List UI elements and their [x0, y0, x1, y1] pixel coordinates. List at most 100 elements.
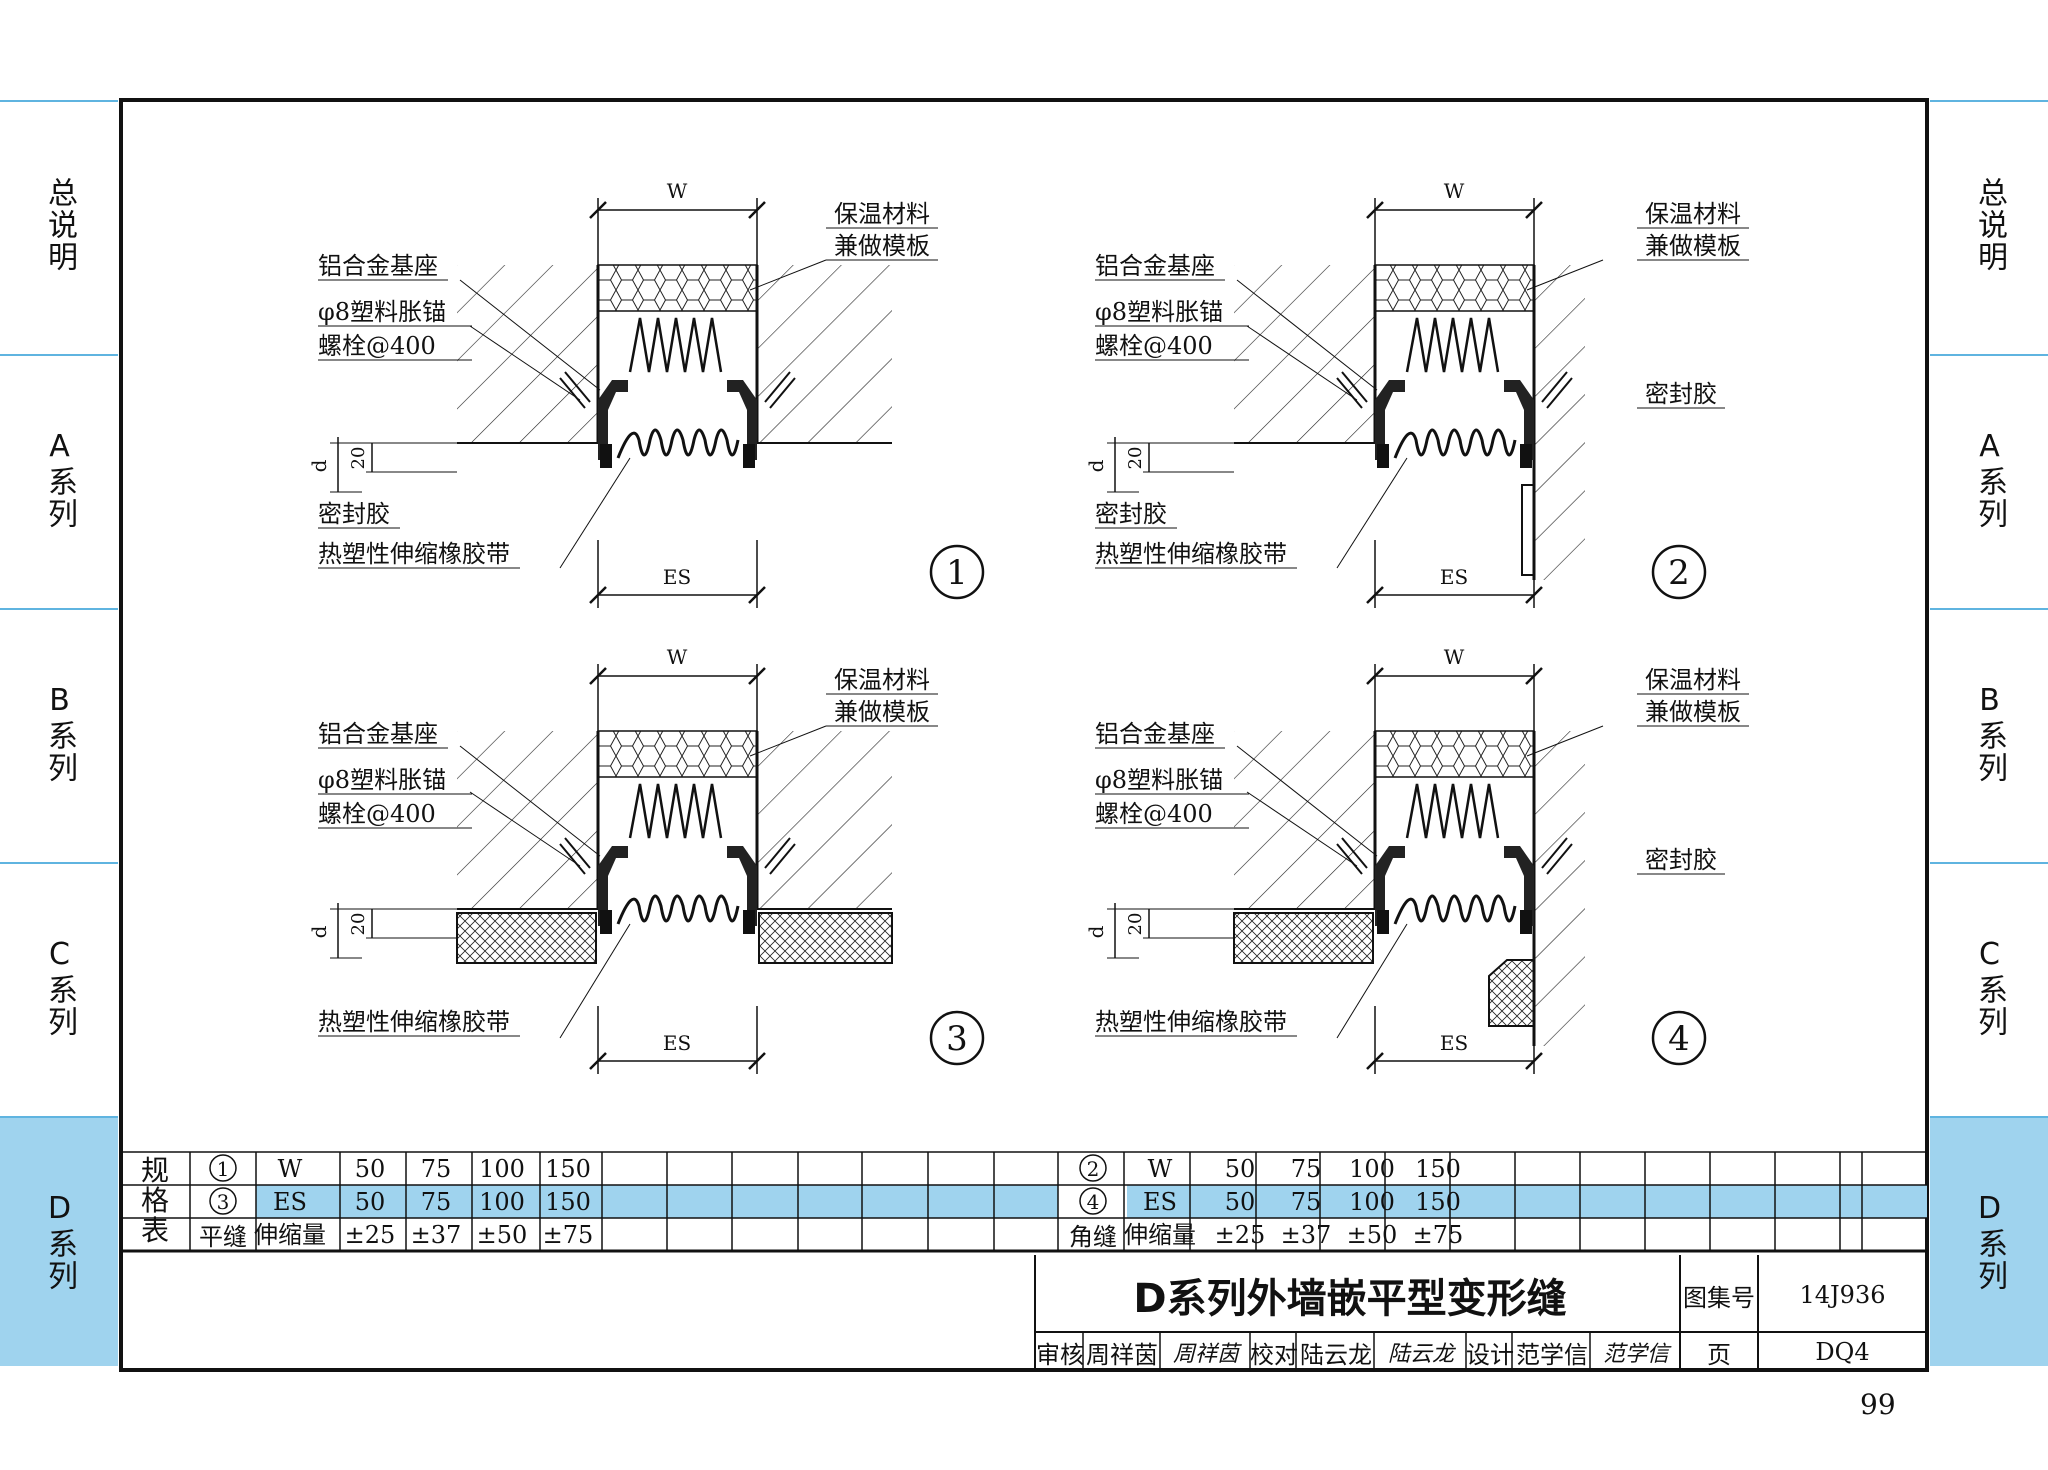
left-tab-2[interactable]: A系列 [0, 354, 118, 604]
reviewer-name: 周祥茵 [1086, 1340, 1158, 1369]
spec-value: 75 [1291, 1155, 1322, 1183]
left-wall-hatch [457, 731, 598, 909]
left-tab-1[interactable]: 总说明 [0, 100, 118, 350]
dim-20-text: 20 [348, 447, 369, 470]
label-left-5: 热塑性伸缩橡胶带 [318, 540, 510, 568]
dim-w-ticks [1366, 667, 1543, 685]
side-tab-divider [0, 100, 118, 102]
dim-w-text: W [667, 645, 688, 669]
spec-joint-type: 平缝 [199, 1223, 247, 1251]
designer-signature: 范学信 [1602, 1342, 1669, 1367]
checker-signature: 陆云龙 [1387, 1342, 1454, 1367]
spec-table-title-char: 规 [141, 1154, 169, 1187]
spec-value: ±37 [411, 1221, 462, 1249]
leader-base [1236, 745, 1378, 857]
label-left-3: 螺栓@400 [318, 332, 436, 360]
side-tab-divider [0, 354, 118, 356]
detail-number-circle [929, 544, 985, 600]
left-sealant [1377, 910, 1389, 934]
label-left-1: 铝合金基座 [1095, 720, 1215, 748]
label-left-4: 热塑性伸缩橡胶带 [318, 1008, 510, 1036]
side-tab-divider [0, 862, 118, 864]
label-left-4: 密封胶 [1095, 500, 1167, 528]
right-tab-1[interactable]: 总说明 [1930, 100, 2048, 350]
label-right-3: 密封胶 [1645, 380, 1717, 408]
atlas-label: 图集号 [1683, 1283, 1755, 1312]
drawing-frame [119, 98, 1929, 1372]
spec-value: ±37 [1281, 1221, 1332, 1249]
label-right-3: 密封胶 [1645, 846, 1717, 874]
left-sealant [1377, 444, 1389, 468]
spec-value: 50 [355, 1188, 386, 1216]
dim-w-text: W [1444, 645, 1465, 669]
insulation-block [1374, 264, 1535, 312]
lower-rubber-bellows [616, 428, 740, 459]
spec-ref-circle [1079, 1154, 1107, 1182]
side-tab-label: D系列 [1972, 1190, 2007, 1292]
side-tab-label: 总说明 [42, 177, 77, 273]
side-tab-divider [1930, 1116, 2048, 1118]
right-aluminum-base [1504, 380, 1534, 460]
spec-value: 75 [421, 1155, 452, 1183]
checker-name: 陆云龙 [1300, 1340, 1372, 1369]
dim-20-text: 20 [1125, 447, 1146, 470]
side-tab-label: B系列 [1972, 682, 2007, 784]
left-anchor-bolt [1336, 837, 1368, 875]
spec-value: ±75 [1413, 1221, 1464, 1249]
right-tab-4[interactable]: C系列 [1930, 862, 2048, 1112]
side-tab-label: C系列 [42, 936, 77, 1038]
spec-ref-circle [209, 1187, 237, 1215]
label-right-2: 兼做模板 [834, 232, 930, 260]
spec-table-title-char: 表 [141, 1214, 169, 1247]
side-tab-divider [1930, 862, 2048, 864]
spec-row-label: ES [1143, 1188, 1177, 1216]
spec-row-label: ES [273, 1188, 307, 1216]
spec-value: 150 [545, 1155, 591, 1183]
detail-number: 2 [1668, 553, 1690, 593]
spec-ref-number: 1 [217, 1157, 230, 1181]
spec-value: 150 [1415, 1188, 1461, 1216]
spec-value: ±50 [1347, 1221, 1398, 1249]
right-wall-hatch [757, 265, 892, 443]
spec-ref-number: 4 [1087, 1190, 1100, 1214]
leader-base [459, 745, 601, 857]
left-tab-4[interactable]: C系列 [0, 862, 118, 1112]
spec-row-label: W [1148, 1155, 1173, 1183]
left-anchor-bolt [1336, 371, 1368, 409]
dim-es-ticks [1366, 586, 1543, 604]
spec-ref-number: 3 [217, 1190, 230, 1214]
upper-rubber-bellows [628, 317, 723, 373]
side-tab-divider [1930, 100, 2048, 102]
side-tab-divider [0, 1116, 118, 1118]
atlas-number: 14J936 [1799, 1281, 1886, 1309]
dim-w-ticks [589, 667, 766, 685]
right-aluminum-base [727, 846, 757, 926]
right-tab-5[interactable]: D系列 [1930, 1116, 2048, 1366]
right-wall-hatch [1534, 265, 1585, 580]
right-sealant [743, 444, 755, 468]
label-left-3: 螺栓@400 [318, 800, 436, 828]
spec-row-label: 伸缩量 [254, 1221, 326, 1249]
dim-w-ticks [1366, 201, 1543, 219]
right-tab-2[interactable]: A系列 [1930, 354, 2048, 604]
spec-value: 150 [1415, 1155, 1461, 1183]
dim-d-text: d [1084, 925, 1108, 938]
label-right-1: 保温材料 [1645, 200, 1741, 228]
dim-es-text: ES [663, 565, 691, 589]
right-tab-3[interactable]: B系列 [1930, 608, 2048, 858]
detail-number: 1 [946, 553, 968, 593]
left-wall-hatch [1234, 265, 1375, 443]
left-tab-5[interactable]: D系列 [0, 1116, 118, 1366]
spec-joint-type: 角缝 [1069, 1223, 1117, 1251]
right-aluminum-base [1504, 846, 1534, 926]
left-tab-3[interactable]: B系列 [0, 608, 118, 858]
left-insulation-board [1233, 912, 1374, 964]
spec-value: ±50 [477, 1221, 528, 1249]
upper-rubber-bellows [1405, 783, 1500, 839]
spec-value: ±75 [543, 1221, 594, 1249]
right-anchor-bolt [1541, 371, 1573, 409]
